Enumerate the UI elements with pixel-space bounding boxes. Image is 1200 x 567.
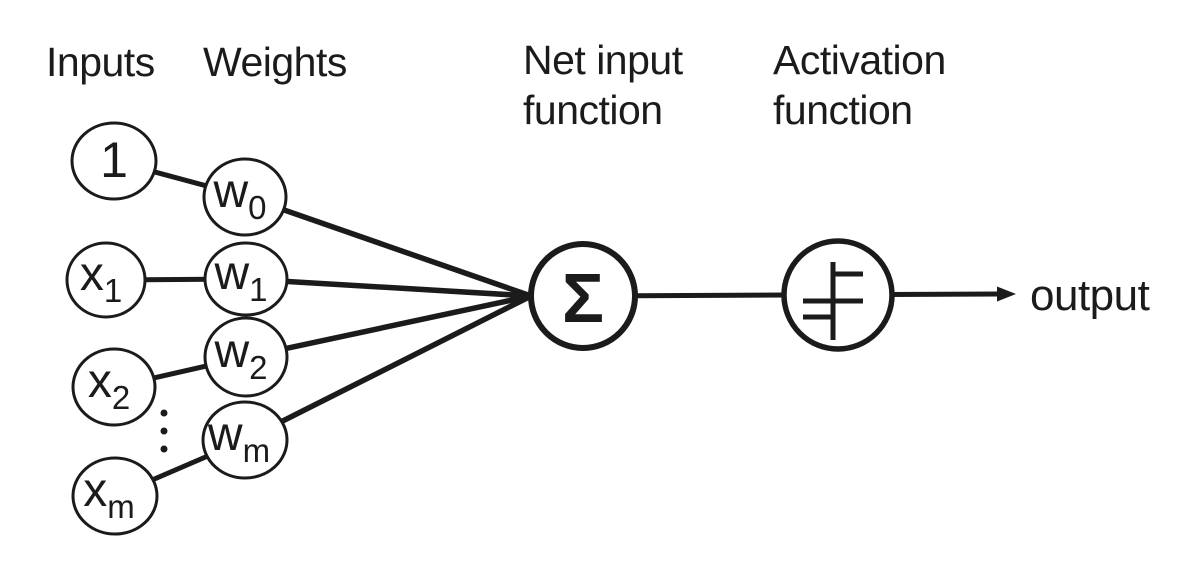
activation-node — [781, 238, 895, 352]
vertical-ellipsis-icon — [160, 409, 168, 453]
weight-node-w0: w0 — [202, 157, 288, 237]
edge-w1-sum — [243, 276, 534, 299]
weight-node-w2-label: w2 — [213, 325, 267, 386]
edge-w2-sum — [243, 293, 534, 360]
input-node-xm-label: xm — [83, 464, 135, 525]
activation-label-line2: function — [773, 87, 913, 133]
input-node-bias-label: 1 — [100, 132, 128, 188]
weight-node-w0-label: w0 — [212, 165, 266, 226]
net-input-label-line1: Net input — [523, 37, 684, 83]
input-node-x1-label: x1 — [80, 248, 122, 309]
input-node-x2: x2 — [71, 347, 157, 427]
input-node-xm: xm — [71, 456, 159, 536]
input-node-bias: 1 — [70, 121, 158, 201]
net-input-label-line2: function — [523, 87, 663, 133]
step-function-icon — [803, 262, 863, 340]
sigma-sum-icon: Σ — [562, 259, 604, 337]
weight-node-w1-label: w1 — [213, 247, 267, 308]
weight-node-wm: wm — [201, 400, 289, 480]
inputs-column-label: Inputs — [46, 39, 155, 85]
output-label: output — [1030, 271, 1150, 320]
weight-node-wm-label: wm — [207, 408, 270, 469]
sum-node: Σ — [528, 241, 638, 351]
output-arrowhead-icon — [997, 286, 1016, 302]
input-node-x2-label: x2 — [88, 355, 130, 416]
weight-node-w1: w1 — [203, 241, 289, 317]
weights-column-label: Weights — [203, 39, 347, 85]
weight-node-w2: w2 — [203, 316, 289, 398]
activation-label-line1: Activation — [773, 37, 946, 83]
edge-w0-sum — [241, 193, 534, 299]
input-node-x1: x1 — [65, 241, 147, 319]
edge-wm-sum — [242, 293, 534, 443]
